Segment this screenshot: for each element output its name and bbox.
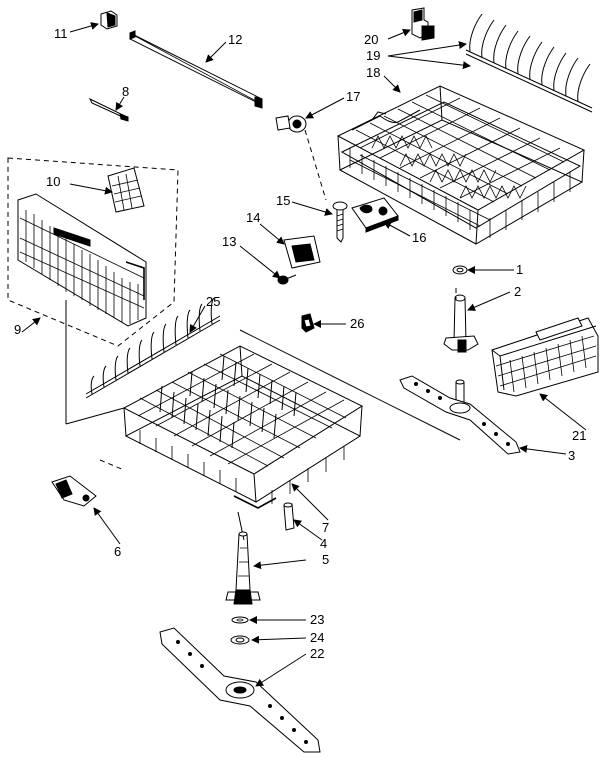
small-screw-part — [277, 274, 297, 285]
callout-leaders — [21, 22, 587, 687]
cover-part — [283, 235, 321, 269]
lower-spray-arm-part — [159, 627, 321, 753]
callout-17: 17 — [346, 89, 360, 104]
callout-14: 14 — [246, 210, 260, 225]
callout-22: 22 — [310, 646, 324, 661]
slide-rail-part — [129, 30, 263, 109]
callout-11: 11 — [54, 26, 68, 41]
callout-labels: 11 12 8 17 20 19 18 10 15 14 16 13 1 2 2… — [14, 26, 586, 661]
lower-manifold-part — [225, 531, 261, 605]
wheel-clip-part — [51, 475, 97, 507]
upper-spray-arm-part — [399, 375, 521, 455]
callout-12: 12 — [228, 32, 242, 47]
lower-rack-part — [122, 345, 364, 509]
callout-19: 19 — [366, 48, 380, 63]
end-cap-part — [100, 10, 118, 30]
roller-part — [275, 115, 327, 201]
screw-part — [332, 201, 348, 243]
roller-bracket-part — [351, 197, 399, 233]
small-clip-part — [301, 313, 315, 333]
callout-15: 15 — [276, 193, 290, 208]
lower-washer-part — [230, 635, 250, 645]
callout-2: 2 — [514, 284, 521, 299]
silverware-basket-part — [491, 317, 599, 397]
washer-part — [452, 265, 468, 275]
callout-3: 3 — [568, 448, 575, 463]
callout-1: 1 — [516, 262, 523, 277]
upper-tine-row-part — [465, 13, 593, 113]
callout-10: 10 — [46, 174, 60, 189]
callout-13: 13 — [222, 234, 236, 249]
callout-18: 18 — [366, 65, 380, 80]
callout-4: 4 — [320, 536, 327, 551]
callout-21: 21 — [572, 428, 586, 443]
side-rack-group — [7, 157, 179, 347]
callout-5: 5 — [322, 552, 329, 567]
upper-rack-part — [336, 85, 586, 245]
bearing-part — [283, 502, 295, 531]
insert-part — [107, 167, 145, 213]
callout-20: 20 — [364, 32, 378, 47]
manifold-part — [443, 294, 479, 353]
callout-16: 16 — [412, 230, 426, 245]
callout-23: 23 — [310, 612, 324, 627]
callout-26: 26 — [350, 316, 364, 331]
lower-tine-row-part — [85, 297, 221, 399]
callout-24: 24 — [310, 630, 324, 645]
clip-part — [88, 97, 129, 122]
side-rack-part — [17, 193, 147, 327]
callout-25: 25 — [206, 294, 220, 309]
callout-6: 6 — [114, 544, 121, 559]
rack-stop-part — [411, 7, 435, 41]
callout-8: 8 — [122, 84, 129, 99]
callout-7: 7 — [322, 520, 329, 535]
callout-9: 9 — [14, 322, 21, 337]
assembly-lines — [65, 288, 461, 541]
seal-part — [231, 616, 249, 624]
